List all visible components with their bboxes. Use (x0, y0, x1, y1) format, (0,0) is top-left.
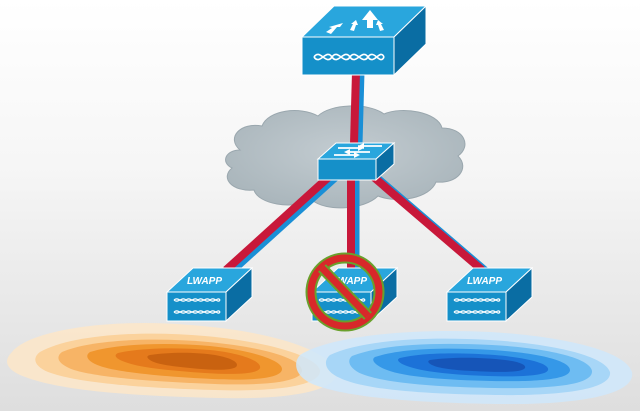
switch-icon (316, 141, 396, 182)
access-point-left: LWAPP (165, 266, 254, 323)
controller-icon (300, 4, 428, 77)
access-point-label: LWAPP (332, 276, 367, 287)
switch-arrows (334, 143, 382, 158)
link-switch-ap-right (367, 170, 489, 276)
access-point-label: LWAPP (467, 276, 502, 287)
no-symbol-icon (305, 252, 385, 332)
controller-waves (313, 53, 385, 61)
controller-arrows-icon (326, 10, 384, 34)
ap-waves (453, 298, 501, 314)
coverage-area-left (7, 323, 337, 399)
link-controller-switch (350, 71, 365, 145)
ap-waves (173, 298, 221, 314)
access-point-label: LWAPP (187, 276, 222, 287)
access-point-right: LWAPP (445, 266, 534, 323)
coverage-area-right (296, 330, 633, 405)
link-switch-ap-left (223, 171, 340, 276)
